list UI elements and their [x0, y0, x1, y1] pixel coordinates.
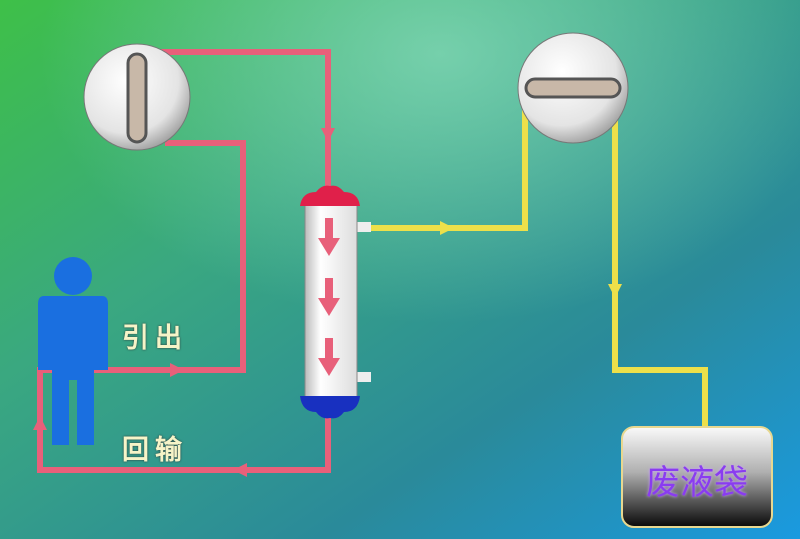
blood-pump: [83, 43, 191, 151]
waste-pump: [517, 32, 629, 144]
draw-out-label: 引出: [122, 323, 188, 354]
arrow-up-icon: [33, 416, 47, 430]
arrow-right-icon: [440, 221, 454, 235]
waste-bag-label: 废液袋: [646, 463, 748, 503]
return-label: 回输: [122, 435, 188, 466]
arrow-right-icon: [170, 363, 184, 377]
inlet-cap: [300, 185, 360, 206]
arrow-down-icon: [321, 128, 335, 142]
arrow-down-icon: [608, 284, 622, 298]
person-icon: [38, 257, 108, 445]
arrow-left-icon: [233, 463, 247, 477]
dialyzer: [300, 185, 371, 419]
flow-arrows: [33, 128, 335, 477]
waste-bag: [621, 426, 773, 528]
outlet-cap: [300, 396, 360, 419]
waste-line: [365, 108, 708, 430]
